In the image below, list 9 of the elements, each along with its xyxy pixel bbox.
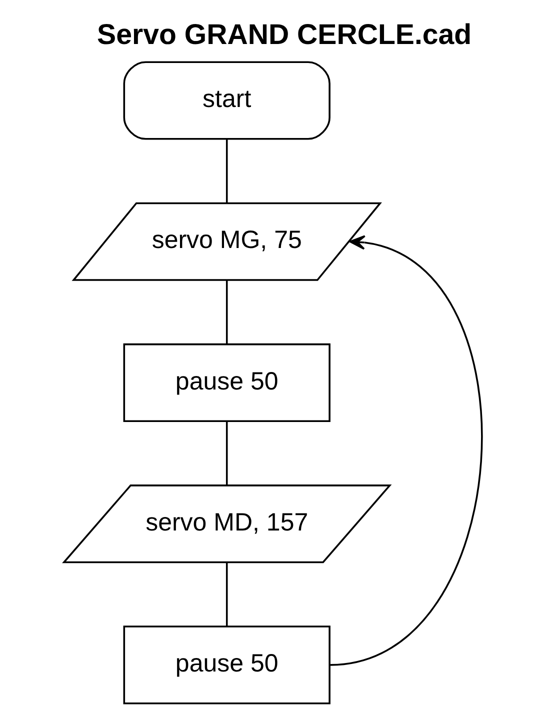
node-box: start (122, 61, 330, 140)
connector (225, 421, 228, 486)
node-box: pause 50 (122, 626, 330, 704)
diagram-title: Servo GRAND CERCLE.cad (96, 18, 472, 51)
connector (225, 562, 228, 626)
arrow (330, 235, 482, 666)
connector (225, 139, 228, 203)
node-box: pause 50 (122, 343, 330, 422)
connector (225, 280, 228, 344)
